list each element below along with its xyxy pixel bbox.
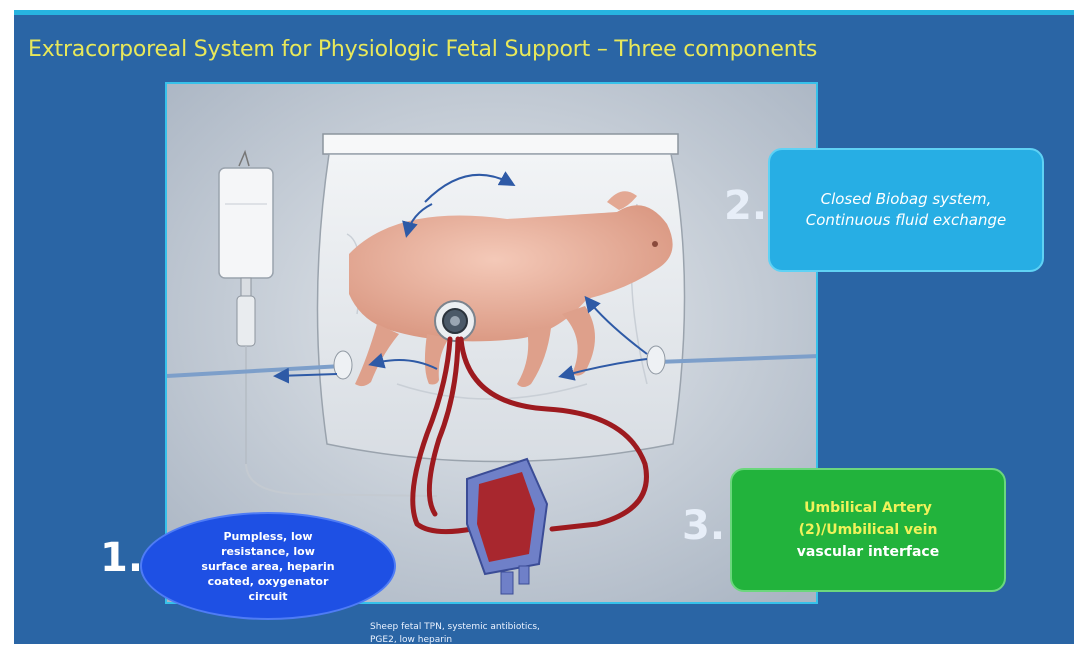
component-1-line: resistance, low: [221, 544, 315, 559]
caption-line: Sheep fetal TPN, systemic antibiotics,: [370, 621, 540, 634]
vascular-interface-label: Umbilical Artery (2)/Umbilical vein vasc…: [730, 468, 1006, 592]
biobag-system-label: Closed Biobag system, Continuous fluid e…: [768, 148, 1044, 272]
caption-line: PGE2, low heparin: [370, 634, 540, 644]
slide: Extracorporeal System for Physiologic Fe…: [14, 10, 1074, 644]
component-3-line: (2)/Umbilical vein: [799, 519, 938, 541]
oxygenator-circuit-label: Pumpless, low resistance, low surface ar…: [140, 512, 396, 620]
bag-lid: [323, 134, 678, 154]
treatment-caption: Sheep fetal TPN, systemic antibiotics, P…: [370, 621, 540, 644]
component-3-line: vascular interface: [797, 541, 939, 563]
component-3-number: 3.: [682, 503, 725, 549]
component-1-number: 1.: [100, 535, 143, 581]
component-1-line: circuit: [248, 589, 287, 604]
component-1-line: Pumpless, low: [223, 529, 312, 544]
component-2-number: 2.: [724, 183, 767, 229]
component-3-line: Umbilical Artery: [804, 497, 932, 519]
component-2-line: Continuous fluid exchange: [806, 210, 1006, 231]
component-1-line: surface area, heparin: [201, 559, 334, 574]
component-2-line: Closed Biobag system,: [821, 189, 992, 210]
component-1-line: coated, oxygenator: [208, 574, 329, 589]
slide-title: Extracorporeal System for Physiologic Fe…: [28, 37, 817, 62]
